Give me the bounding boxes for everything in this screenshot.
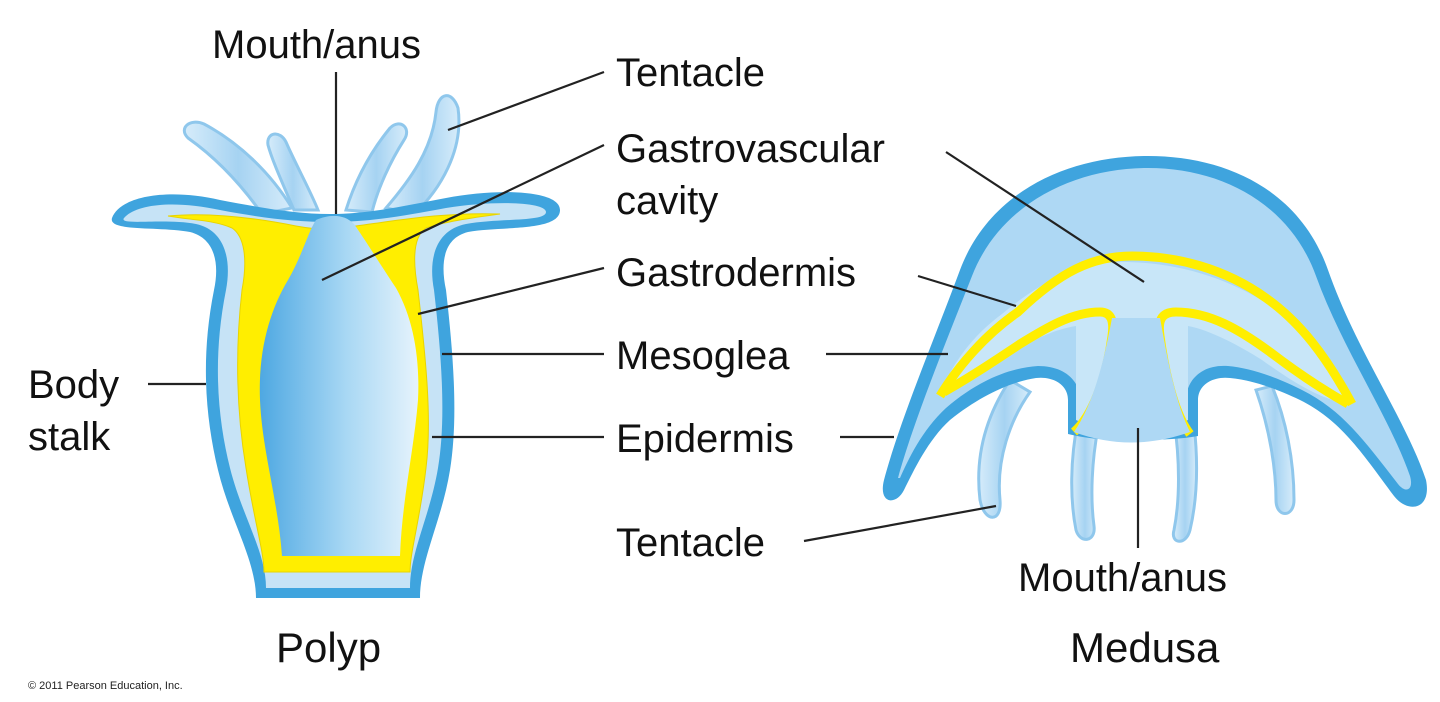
polyp-gastrovascular-cavity: [259, 215, 419, 556]
label-tentacle-bottom: Tentacle: [616, 521, 765, 565]
leader-gastrodermis-medusa: [917, 274, 1017, 308]
leader-lines: [148, 70, 1145, 548]
label-epidermis: Epidermis: [616, 417, 794, 461]
medusa: [882, 156, 1427, 543]
polyp-tentacle-2: [266, 132, 321, 212]
leader-tentacle-top: [447, 70, 605, 132]
label-cavity: cavity: [616, 179, 718, 223]
leader-gastrovascular-polyp: [321, 144, 605, 281]
label-polyp-mouth-anus: Mouth/anus: [212, 23, 421, 67]
medusa-manubrium: [1074, 318, 1190, 443]
copyright-notice: © 2011 Pearson Education, Inc.: [28, 680, 183, 692]
medusa-tentacle-3: [1171, 418, 1199, 543]
caption-medusa: Medusa: [1070, 624, 1220, 671]
medusa-tentacle-2: [1070, 417, 1100, 541]
labels: Mouth/anus Tentacle Gastrovascular cavit…: [28, 23, 1227, 692]
caption-polyp: Polyp: [276, 624, 381, 671]
label-stalk: stalk: [28, 415, 111, 459]
polyp-tentacles: [182, 94, 461, 216]
polyp: [111, 94, 560, 598]
polyp-tentacle-3: [344, 122, 409, 214]
label-mesoglea: Mesoglea: [616, 334, 790, 378]
label-gastrovascular: Gastrovascular: [616, 127, 885, 171]
medusa-tentacle-1: [977, 377, 1033, 519]
label-gastrodermis: Gastrodermis: [616, 251, 856, 295]
medusa-tentacles: [977, 377, 1296, 543]
label-medusa-mouth-anus: Mouth/anus: [1018, 556, 1227, 600]
polyp-tentacle-1: [182, 120, 295, 216]
leader-gastrodermis-polyp: [417, 266, 605, 316]
medusa-gastrodermis: [936, 251, 1356, 407]
leader-gastrovascular-medusa: [945, 151, 1145, 283]
label-body: Body: [28, 363, 119, 407]
medusa-tentacle-4: [1254, 384, 1296, 515]
label-tentacle-top: Tentacle: [616, 51, 765, 95]
polyp-tentacle-4: [383, 94, 461, 216]
leader-tentacle-bottom: [803, 504, 997, 543]
